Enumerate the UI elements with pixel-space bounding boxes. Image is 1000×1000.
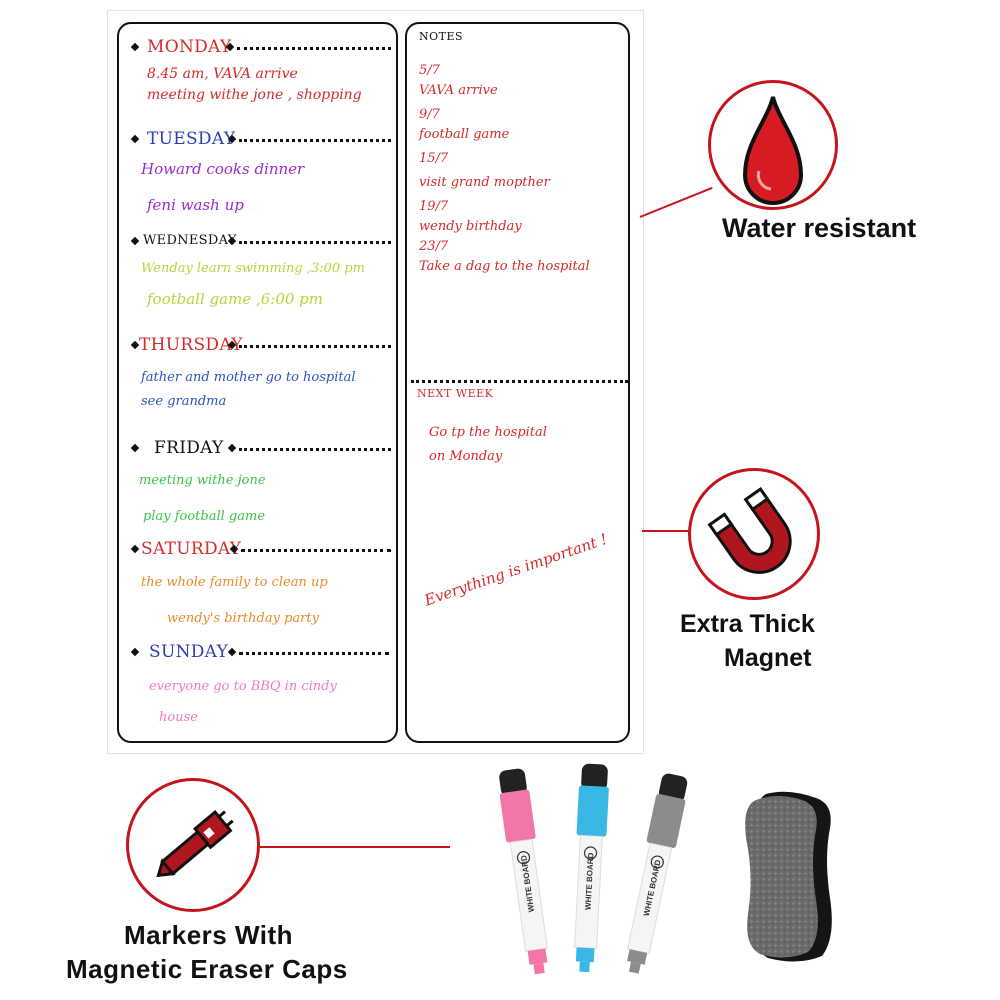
day-header-friday: FRIDAY	[119, 438, 391, 460]
dotted-rule	[239, 345, 391, 348]
diamond-bullet-icon	[130, 647, 140, 657]
monday-note-2: meeting withe jone , shopping	[147, 87, 362, 103]
day-header-wednesday: WEDNESDAY	[119, 231, 391, 253]
day-header-tuesday: TUESDAY	[119, 129, 391, 151]
diamond-bullet-icon	[130, 236, 140, 246]
marker-brand-text: WHITE BOARD	[584, 852, 596, 910]
sunday-note-1: everyone go to BBQ in cindy	[149, 679, 337, 694]
water-icon-circle	[708, 80, 838, 210]
dotted-rule	[239, 139, 391, 142]
dotted-rule	[239, 241, 391, 244]
notes-line-5: 15/7	[419, 151, 449, 166]
water-drop-icon	[742, 96, 804, 205]
markers-label-line1: Markers With	[124, 920, 294, 950]
day-name-sunday: SUNDAY	[149, 642, 229, 662]
wednesday-note-1: Wenday learn swimming ,3:00 pm	[141, 261, 365, 276]
marker-icon	[156, 810, 234, 878]
weekly-panel: MONDAY 8.45 am, VAVA arrive meeting with…	[117, 22, 398, 743]
day-header-saturday: SATURDAY	[119, 539, 391, 561]
notes-line-10: Take a dag to the hospital	[419, 259, 590, 274]
day-name-saturday: SATURDAY	[141, 539, 242, 559]
day-header-sunday: SUNDAY	[119, 642, 391, 664]
felt-eraser-photo	[745, 791, 832, 962]
markers-connector-line	[258, 846, 450, 848]
next-week-slogan: Everything is important !	[422, 529, 610, 610]
monday-note-1: 8.45 am, VAVA arrive	[147, 66, 298, 82]
notes-line-1: 5/7	[419, 63, 440, 78]
magnet-icon-circle	[688, 468, 820, 600]
day-header-monday: MONDAY	[119, 37, 391, 59]
diamond-bullet-icon	[130, 340, 140, 350]
next-week-line-1: Go tp the hospital	[429, 425, 547, 440]
day-header-thursday: THURSDAY	[119, 335, 391, 357]
diamond-bullet-icon	[130, 544, 140, 554]
horseshoe-magnet-icon	[707, 487, 792, 574]
magnet-connector-line	[642, 530, 690, 532]
water-resistant-label: Water resistant	[722, 213, 917, 243]
marker-icon-circle	[126, 778, 260, 912]
sunday-note-2: house	[159, 710, 198, 725]
friday-note-2: play football game	[143, 509, 266, 524]
day-name-wednesday: WEDNESDAY	[143, 233, 237, 248]
notes-line-8: wendy birthday	[419, 219, 522, 234]
diamond-bullet-icon	[130, 42, 140, 52]
notes-line-2: VAVA arrive	[419, 83, 498, 98]
next-week-line-2: on Monday	[429, 449, 503, 464]
notes-line-6: visit grand mopther	[419, 175, 550, 190]
saturday-note-1: the whole family to clean up	[141, 575, 328, 590]
diamond-bullet-icon	[130, 443, 140, 453]
whiteboard: MONDAY 8.45 am, VAVA arrive meeting with…	[107, 10, 644, 754]
day-name-friday: FRIDAY	[154, 438, 224, 458]
saturday-note-2: wendy's birthday party	[167, 611, 319, 626]
diamond-bullet-icon	[227, 443, 237, 453]
day-name-monday: MONDAY	[147, 37, 232, 57]
dotted-rule	[239, 652, 389, 655]
dotted-rule	[237, 47, 391, 50]
thursday-note-2: see grandma	[141, 394, 227, 409]
tuesday-note-1: Howard cooks dinner	[141, 160, 305, 178]
magnet-label-line2: Magnet	[724, 644, 812, 672]
notes-line-9: 23/7	[419, 239, 449, 254]
dotted-rule	[241, 549, 391, 552]
blue-marker: WHITE BOARD	[574, 763, 609, 973]
thursday-note-1: father and mother go to hospital	[141, 370, 356, 385]
diamond-bullet-icon	[130, 134, 140, 144]
tuesday-note-2: feni wash up	[147, 196, 244, 214]
grey-marker: WHITE BOARD	[627, 773, 688, 974]
notes-panel: NOTES 5/7 VAVA arrive 9/7 football game …	[405, 22, 630, 743]
markers-label-line2: Magnetic Eraser Caps	[66, 954, 348, 984]
marker-pens-photo: WHITE BOARD WHITE BOARD WHITE BOARD	[499, 763, 688, 975]
day-name-thursday: THURSDAY	[139, 335, 243, 355]
notes-heading: NOTES	[419, 30, 464, 43]
day-name-tuesday: TUESDAY	[147, 129, 236, 149]
notes-divider	[411, 380, 628, 383]
notes-line-4: football game	[419, 127, 510, 142]
dotted-rule	[239, 448, 391, 451]
water-connector-line	[639, 186, 713, 218]
next-week-heading: NEXT WEEK	[417, 387, 494, 400]
notes-line-3: 9/7	[419, 107, 440, 122]
notes-line-7: 19/7	[419, 199, 449, 214]
wednesday-note-2: football game ,6:00 pm	[147, 290, 324, 308]
friday-note-1: meeting withe jone	[139, 473, 266, 488]
pink-marker: WHITE BOARD	[499, 768, 548, 975]
diamond-bullet-icon	[227, 647, 237, 657]
magnet-label-line1: Extra Thick	[680, 610, 815, 638]
